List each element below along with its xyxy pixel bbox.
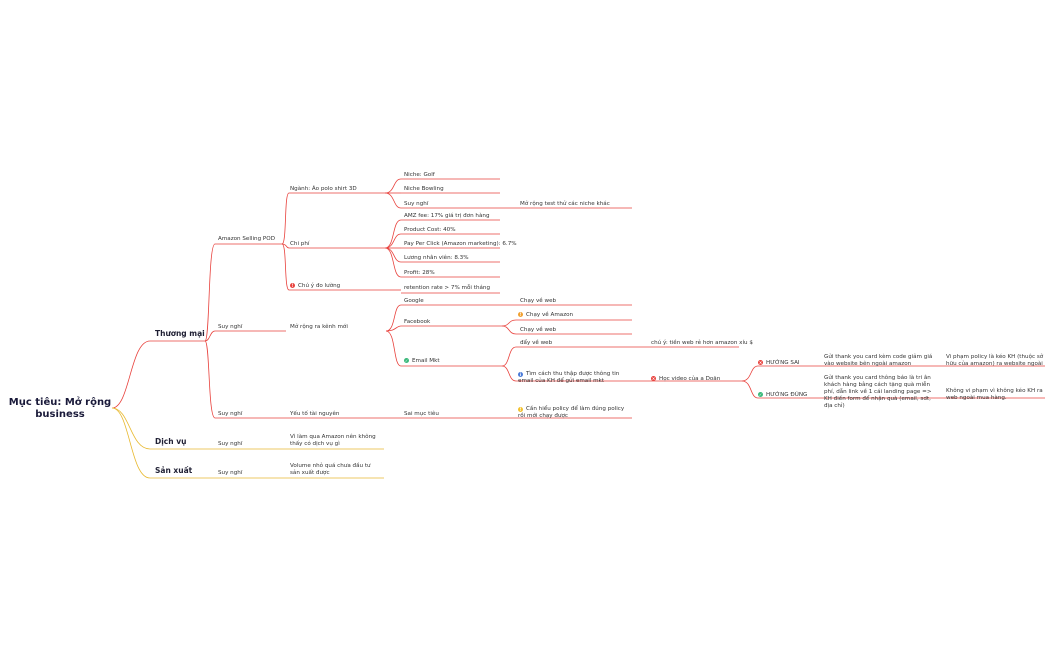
node-huong-dung[interactable]: ✓HƯỚNG ĐÚNG (758, 392, 807, 399)
fb-chay-amazon-label: Chạy về Amazon (526, 312, 574, 318)
root-title-line2: business (35, 409, 85, 420)
node-dich-vu-suy-nghi[interactable]: Suy nghĩ (218, 441, 243, 447)
tim-cach-label: Tìm cách thu thập được thông tin email c… (518, 371, 620, 384)
cross-icon: × (651, 376, 656, 381)
branch-thuong-mai[interactable]: Thương mại (155, 329, 205, 338)
node-mo-rong-test[interactable]: Mở rộng test thử các niche khác (520, 201, 610, 207)
node-nganh[interactable]: Ngành: Áo polo shirt 3D (290, 186, 357, 192)
node-chu-y-tien[interactable]: chú ý: tiền web rẻ hơn amazon xíu $ (651, 340, 753, 346)
node-san-xuat-text[interactable]: Volume nhỏ quá chưa đầu tư sản xuất được (290, 463, 371, 476)
node-san-xuat-suy-nghi[interactable]: Suy nghĩ (218, 470, 243, 476)
node-google[interactable]: Google (404, 298, 424, 304)
node-huong-sai[interactable]: ×HƯỚNG SAI (758, 360, 800, 367)
chu-y-label: Chú ý đo lường (298, 283, 341, 289)
node-dich-vu-text[interactable]: Vì làm qua Amazon nên không thấy có dịch… (290, 434, 376, 447)
node-sai-muc-tieu[interactable]: Sai mục tiêu (404, 411, 439, 417)
node-amazon-selling-pod[interactable]: Amazon Selling POD (218, 236, 275, 242)
node-chi-phi[interactable]: Chi phí (290, 241, 310, 247)
node-sai-result[interactable]: Vi phạm policy là kéo KH (thuộc sở hữu c… (946, 354, 1044, 367)
check-icon: ✓ (758, 392, 763, 397)
node-niche-golf[interactable]: Niche: Golf (404, 172, 435, 178)
node-luong[interactable]: Lương nhân viên: 8.3% (404, 255, 469, 261)
node-niche-bowling[interactable]: Niche Bowling (404, 186, 444, 192)
hoc-video-label: Học video của a Doãn (659, 376, 721, 382)
gold-connectors (111, 407, 384, 479)
root-node[interactable]: Mục tiêu: Mở rộng business (8, 397, 112, 421)
node-sai-desc[interactable]: Gửi thank you card kèm code giảm giá vào… (824, 354, 933, 367)
node-dung-desc[interactable]: Gửi thank you card thông báo là tri ân k… (824, 375, 932, 409)
node-google-chay-web[interactable]: Chạy về web (520, 298, 557, 304)
node-suy-nghi-kenh[interactable]: Suy nghĩ (218, 324, 243, 330)
node-chu-y-do-luong[interactable]: !Chú ý đo lường (290, 283, 340, 290)
node-fb-chay-amazon[interactable]: !Chạy về Amazon (518, 312, 573, 319)
node-amz-fee[interactable]: AMZ fee: 17% giá trị đơn hàng (404, 213, 490, 219)
huong-sai-label: HƯỚNG SAI (766, 360, 800, 366)
node-mo-rong-kenh[interactable]: Mở rộng ra kênh mới (290, 324, 348, 330)
cross-icon: × (758, 360, 763, 365)
info-icon: i (518, 372, 523, 377)
node-facebook[interactable]: Facebook (404, 319, 431, 325)
check-icon: ✓ (404, 358, 409, 363)
node-fb-chay-web[interactable]: Chạy về web (520, 327, 557, 333)
node-ppc[interactable]: Pay Per Click (Amazon marketing): 6.7% (404, 241, 517, 247)
node-suy-nghi-tai-nguyen[interactable]: Suy nghĩ (218, 411, 243, 417)
huong-dung-label: HƯỚNG ĐÚNG (766, 392, 808, 398)
node-day-ve-web[interactable]: đẩy về web (520, 340, 553, 346)
node-can-hieu-policy[interactable]: !Cần hiểu policy để làm đúng policy rồi … (518, 406, 630, 420)
exclamation-icon: ! (290, 283, 295, 288)
node-email-mkt[interactable]: ✓Email Mkt (404, 358, 440, 365)
node-product-cost[interactable]: Product Cost: 40% (404, 227, 456, 233)
warning-icon: ! (518, 312, 523, 317)
branch-san-xuat[interactable]: Sản xuất (155, 466, 193, 475)
node-yeu-to-tai-nguyen[interactable]: Yếu tố tài nguyên (290, 411, 340, 417)
node-retention[interactable]: retention rate > 7% mỗi tháng (404, 285, 491, 291)
node-nganh-suy-nghi[interactable]: Suy nghĩ (404, 201, 429, 207)
red-connectors (111, 178, 1045, 419)
node-profit[interactable]: Profit: 28% (404, 270, 435, 276)
email-mkt-label: Email Mkt (412, 358, 440, 364)
warning-icon: ! (518, 407, 523, 412)
node-hoc-video[interactable]: ×Học video của a Doãn (651, 376, 720, 383)
node-dung-result[interactable]: Không vi phạm vì không kéo KH ra web ngo… (946, 388, 1043, 401)
root-title-line1: Mục tiêu: Mở rộng (8, 397, 112, 408)
branch-dich-vu[interactable]: Dịch vụ (155, 437, 187, 446)
can-hieu-label: Cần hiểu policy để làm đúng policy rồi m… (518, 406, 625, 419)
